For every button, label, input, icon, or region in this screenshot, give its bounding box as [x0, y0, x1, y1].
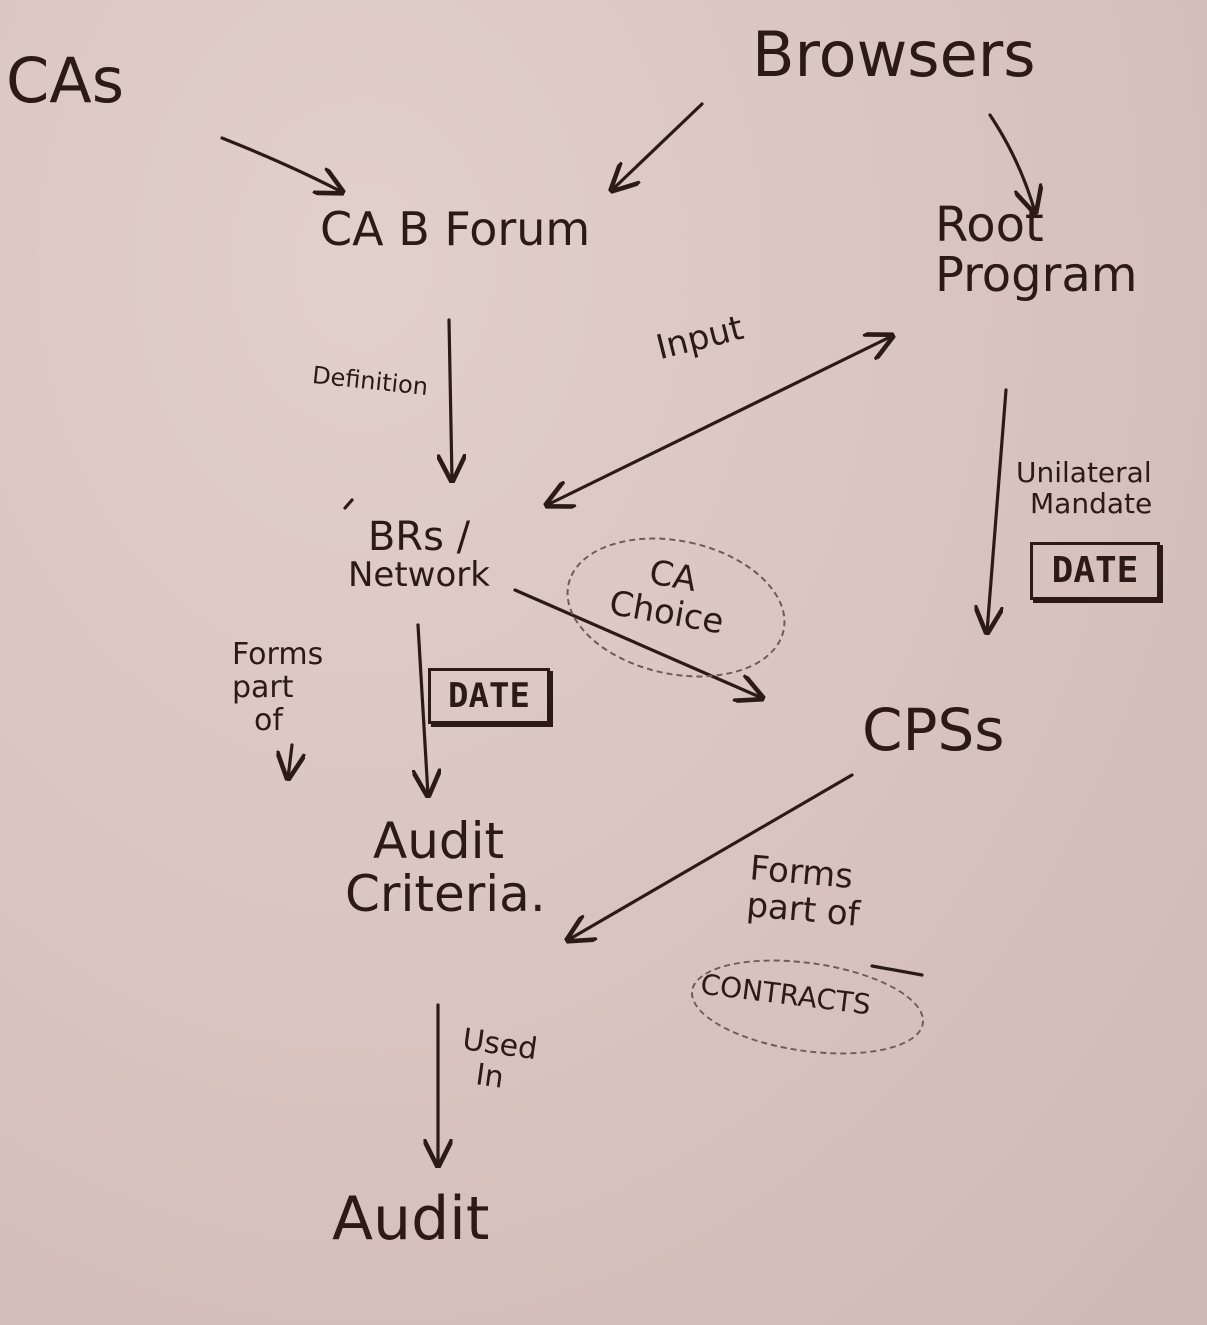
edge-input-bidirectional — [547, 336, 892, 505]
label-forms-part-of-left: Forms part of — [232, 638, 323, 737]
label-unilateral-mandate: Unilateral Mandate — [1016, 456, 1153, 520]
label-forms-left-line-3: of — [254, 703, 283, 738]
edge-forms-part-of-pointer — [288, 743, 292, 778]
edge-forms-part-of-right-underline — [870, 964, 924, 977]
node-brs-network: BRs / Network — [348, 516, 490, 594]
node-brs-line-2: Network — [348, 555, 490, 595]
node-cab-forum: CA B Forum — [320, 205, 590, 253]
node-audit-criteria: Audit Criteria. — [345, 815, 546, 920]
edge-brs-to-audit-criteria — [418, 623, 428, 795]
date-badge-root: DATE — [1030, 542, 1160, 600]
date-badge-brs-text: DATE — [448, 676, 530, 716]
node-brs-line-1: BRs / — [367, 514, 471, 560]
label-unilateral-line-1: Unilateral — [1016, 456, 1152, 489]
node-cas: CAs — [6, 48, 124, 113]
node-browsers: Browsers — [752, 22, 1036, 87]
node-browsers-label: Browsers — [752, 18, 1036, 91]
edge-cpss-to-audit-criteria — [568, 773, 854, 940]
label-forms-left-line-1: Forms — [232, 637, 324, 672]
date-badge-root-text: DATE — [1051, 550, 1139, 591]
node-cas-label: CAs — [6, 44, 125, 117]
node-audit-criteria-line-1: Audit — [373, 812, 505, 870]
label-unilateral-line-2: Mandate — [1030, 486, 1153, 520]
edge-root-program-to-cpss — [987, 388, 1008, 632]
node-cpss: CPSs — [862, 700, 1005, 761]
brs-tick-mark — [343, 498, 354, 510]
edge-browsers-to-cab-forum — [612, 102, 704, 190]
node-cpss-label: CPSs — [862, 696, 1005, 764]
label-used-in: Used In — [456, 1022, 539, 1099]
node-root-program-line-2: Program — [935, 247, 1138, 304]
edge-cas-to-cab-forum — [220, 136, 342, 192]
edge-cab-forum-to-brs — [449, 318, 452, 480]
date-badge-brs: DATE — [428, 668, 550, 724]
edge-browsers-to-root-program — [988, 113, 1035, 212]
node-audit: Audit — [332, 1188, 489, 1251]
node-root-program-line-1: Root — [935, 197, 1044, 253]
node-audit-criteria-line-2: Criteria. — [345, 864, 546, 923]
node-cab-forum-label: CA B Forum — [320, 202, 591, 256]
node-audit-label: Audit — [332, 1184, 490, 1254]
node-root-program: Root Program — [935, 200, 1138, 301]
edge-brs-to-cpss — [513, 588, 762, 698]
label-forms-part-of-right: Forms part of — [745, 848, 864, 935]
label-forms-left-line-2: part — [232, 670, 294, 705]
